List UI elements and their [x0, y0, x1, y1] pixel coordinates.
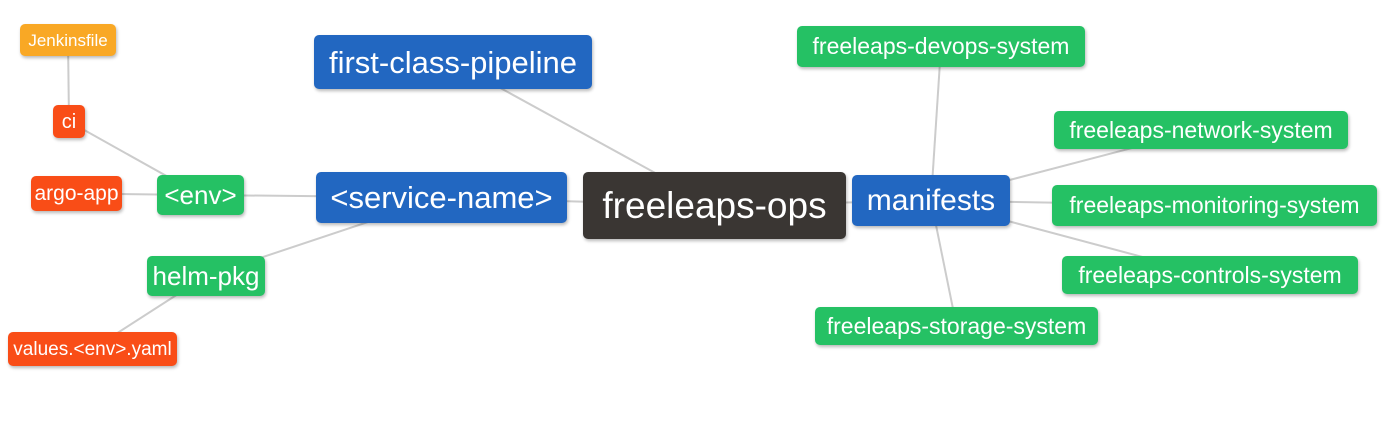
node-env[interactable]: <env> [157, 175, 244, 215]
node-label: <service-name> [330, 180, 553, 215]
node-ci[interactable]: ci [53, 105, 85, 138]
node-freeleaps-network-system[interactable]: freeleaps-network-system [1054, 111, 1348, 149]
edge-manifests-freeleaps-devops-system [930, 46, 942, 201]
node-freeleaps-storage-system[interactable]: freeleaps-storage-system [815, 307, 1098, 345]
node-label: freeleaps-devops-system [812, 33, 1070, 59]
node-label: first-class-pipeline [328, 44, 578, 80]
node-freeleaps-ops[interactable]: freeleaps-ops [583, 172, 846, 239]
node-label: ci [61, 110, 77, 133]
node-first-class-pipeline[interactable]: first-class-pipeline [314, 35, 592, 89]
node-label: freeleaps-storage-system [826, 312, 1087, 339]
node-label: freeleaps-network-system [1069, 116, 1333, 143]
node-freeleaps-monitoring-system[interactable]: freeleaps-monitoring-system [1052, 185, 1377, 226]
node-freeleaps-controls-system[interactable]: freeleaps-controls-system [1062, 256, 1358, 294]
node-helm-pkg[interactable]: helm-pkg [147, 256, 265, 296]
node-label: freeleaps-monitoring-system [1069, 192, 1360, 218]
node-label: manifests [866, 183, 996, 217]
node-freeleaps-devops-system[interactable]: freeleaps-devops-system [797, 26, 1085, 67]
node-values-env-yaml[interactable]: values.<env>.yaml [8, 332, 177, 366]
node-jenkinsfile[interactable]: Jenkinsfile [20, 24, 116, 56]
node-label: freeleaps-ops [602, 185, 827, 226]
node-service-name[interactable]: <service-name> [316, 172, 567, 223]
node-argo-app[interactable]: argo-app [31, 176, 122, 211]
node-label: values.<env>.yaml [13, 338, 172, 360]
node-label: argo-app [34, 182, 119, 205]
node-label: helm-pkg [152, 261, 260, 291]
node-label: freeleaps-controls-system [1078, 261, 1342, 288]
node-label: Jenkinsfile [28, 30, 108, 50]
node-manifests[interactable]: manifests [852, 175, 1010, 226]
node-label: <env> [164, 180, 237, 210]
